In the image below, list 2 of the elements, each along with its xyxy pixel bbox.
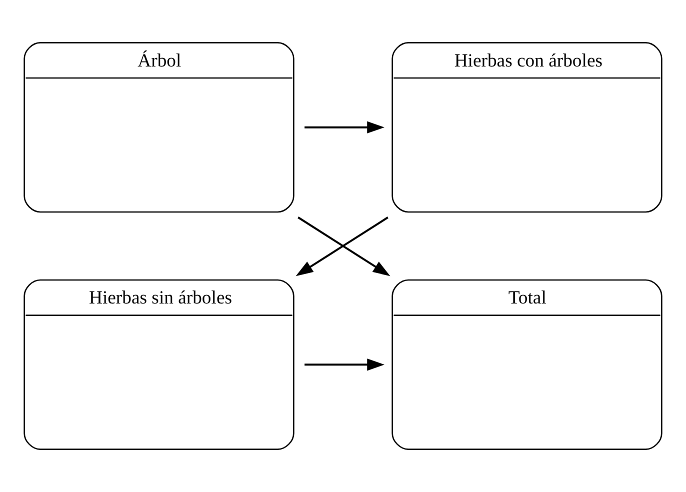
- arrow: [304, 121, 384, 134]
- arrow: [304, 358, 384, 371]
